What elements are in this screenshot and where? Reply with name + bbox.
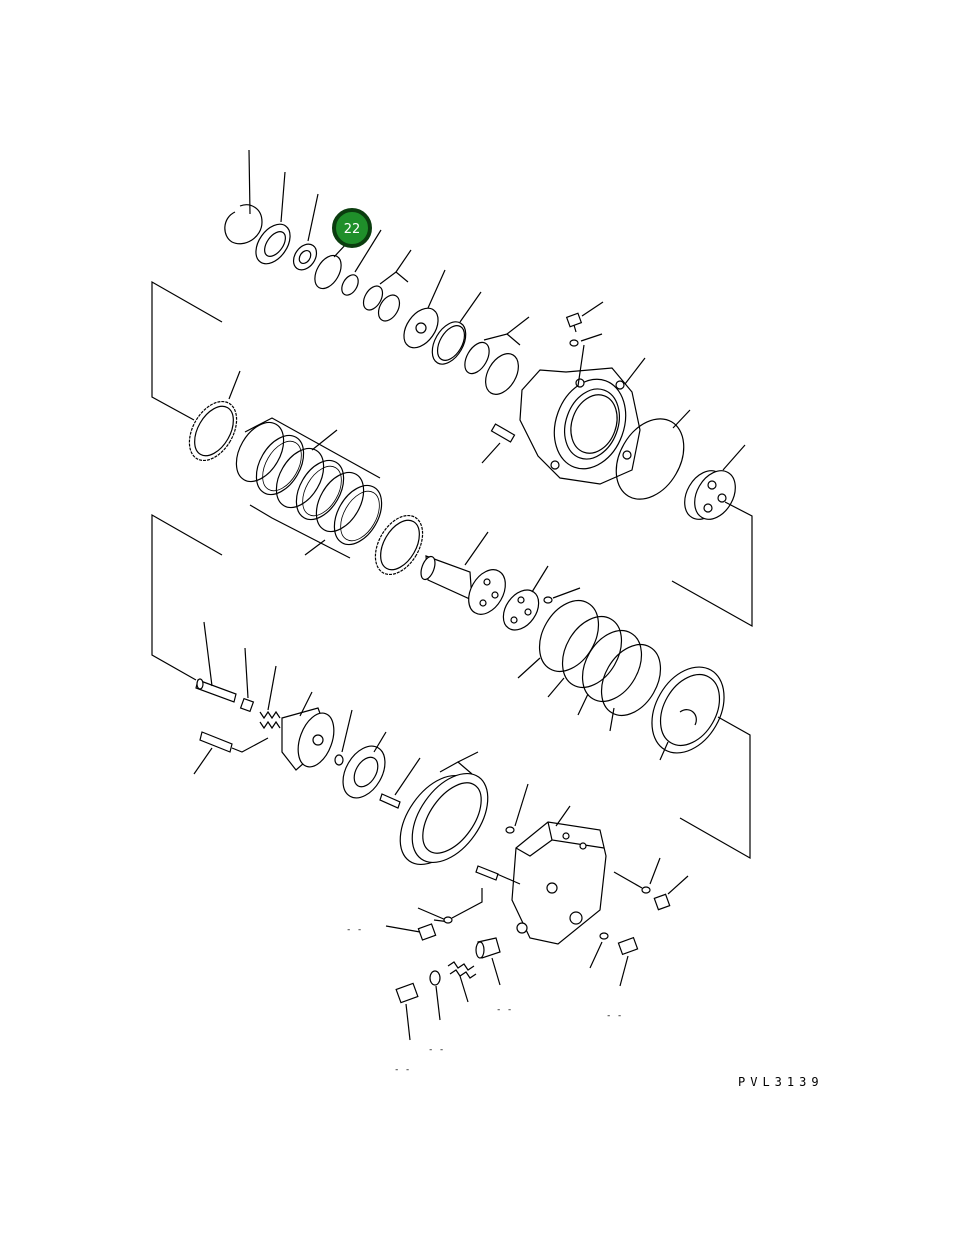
snap-ring-top[interactable] bbox=[224, 149, 263, 245]
bearing-top[interactable] bbox=[249, 171, 297, 270]
group-bracket-left-bottom bbox=[151, 513, 223, 681]
plug-right[interactable] bbox=[617, 936, 639, 987]
plug-bottom[interactable] bbox=[395, 982, 419, 1041]
piston-rod[interactable] bbox=[195, 621, 237, 703]
valve-plate[interactable] bbox=[496, 565, 549, 637]
retaining-ring[interactable] bbox=[338, 229, 382, 298]
friction-disc-outer[interactable] bbox=[180, 370, 247, 469]
pin-small[interactable] bbox=[543, 587, 581, 604]
pin-bolt-side[interactable] bbox=[481, 423, 516, 464]
mark-4: - - bbox=[428, 1045, 444, 1055]
friction-disc-end[interactable] bbox=[366, 507, 433, 582]
nut-mid[interactable] bbox=[239, 647, 255, 713]
plug-pin[interactable] bbox=[475, 865, 521, 885]
piston-ring-large[interactable] bbox=[637, 654, 738, 766]
motor-housing[interactable] bbox=[519, 344, 646, 485]
o-ring-small-b[interactable] bbox=[641, 857, 661, 894]
large-o-ring[interactable] bbox=[603, 407, 698, 511]
washer-top[interactable] bbox=[569, 333, 603, 347]
bolt-top[interactable] bbox=[565, 301, 604, 333]
mark-1: - - bbox=[346, 925, 362, 935]
thrust-ring-pair[interactable] bbox=[460, 316, 530, 400]
disc-pack[interactable] bbox=[227, 414, 392, 559]
dowel-pin[interactable] bbox=[379, 757, 421, 809]
group-bracket-right-top bbox=[671, 501, 753, 628]
shim-pair[interactable] bbox=[360, 249, 412, 325]
ring-gear[interactable] bbox=[385, 751, 504, 878]
thrust-ring-a[interactable] bbox=[425, 291, 482, 370]
seal-rings[interactable] bbox=[517, 590, 673, 732]
callout-22[interactable]: 22 bbox=[332, 208, 372, 248]
cylinder-block[interactable] bbox=[281, 691, 341, 772]
bolt-right[interactable] bbox=[613, 871, 689, 911]
valve-housing[interactable] bbox=[511, 805, 607, 945]
mark-5: - - bbox=[394, 1065, 410, 1075]
callout-label: 22 bbox=[344, 222, 361, 237]
drive-shaft[interactable] bbox=[418, 531, 513, 621]
spring-bottom[interactable] bbox=[447, 961, 477, 1003]
group-bracket-right-bottom bbox=[679, 716, 751, 860]
adjust-screw[interactable] bbox=[193, 731, 269, 775]
nut-top[interactable] bbox=[289, 193, 321, 274]
bearing-mid[interactable] bbox=[334, 731, 393, 805]
o-ring-small-a[interactable] bbox=[505, 783, 529, 834]
spring-mid[interactable] bbox=[259, 665, 281, 730]
o-ring-small-e[interactable] bbox=[429, 970, 441, 1021]
cylinder-block-top[interactable] bbox=[676, 444, 746, 527]
o-ring-small-d[interactable] bbox=[443, 888, 483, 924]
gear-plate[interactable] bbox=[397, 269, 446, 354]
group-bracket-left-top bbox=[151, 280, 223, 421]
o-ring-small-c[interactable] bbox=[589, 932, 609, 969]
washer-small[interactable] bbox=[334, 709, 353, 766]
bolt-left[interactable] bbox=[385, 907, 451, 941]
sleeve[interactable] bbox=[475, 937, 501, 986]
mark-2: - - bbox=[496, 1005, 512, 1015]
mark-3: - - bbox=[606, 1011, 622, 1021]
drawing-code: PVL3139 bbox=[738, 1075, 824, 1089]
